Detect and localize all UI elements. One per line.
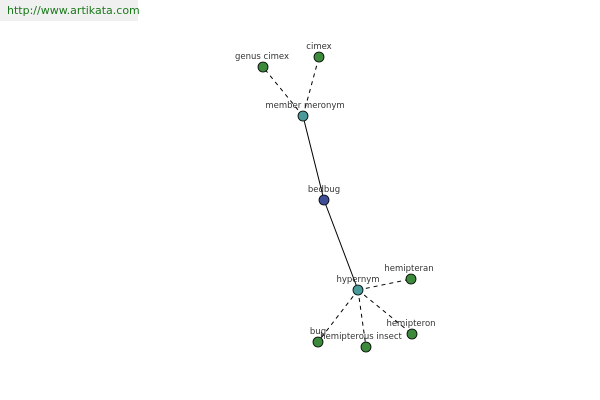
- edge-member-meronym-cimex: [302, 56, 320, 117]
- node-hemipteron[interactable]: [406, 328, 418, 340]
- label-hemipterous-insect: hemipterous insect: [320, 332, 402, 342]
- node-member-meronym[interactable]: [297, 110, 309, 122]
- edge-bedbug-member-meronym: [302, 115, 325, 201]
- edge-member-meronym-genus-cimex: [262, 66, 304, 117]
- node-hemipterous-insect[interactable]: [360, 341, 372, 353]
- edge-hypernym-hemipteran: [357, 278, 412, 291]
- label-bug: bug: [310, 327, 326, 337]
- source-url[interactable]: http://www.artikata.com: [0, 0, 140, 21]
- edge-hypernym-hemipterous-insect: [357, 289, 367, 348]
- node-hemipteran[interactable]: [405, 273, 417, 285]
- label-hypernym: hypernym: [336, 275, 379, 285]
- label-member-meronym: member meronym: [265, 101, 344, 111]
- node-genus-cimex[interactable]: [257, 61, 269, 73]
- node-cimex[interactable]: [313, 51, 325, 63]
- label-hemipteron: hemipteron: [386, 319, 435, 329]
- edge-hypernym-hemipteron: [357, 289, 413, 335]
- node-hypernym[interactable]: [352, 284, 364, 296]
- label-cimex: cimex: [306, 42, 331, 52]
- label-genus-cimex: genus cimex: [235, 52, 289, 62]
- edge-hypernym-bug: [317, 289, 359, 343]
- label-bedbug: bedbug: [308, 185, 340, 195]
- node-bug[interactable]: [312, 336, 324, 348]
- node-bedbug[interactable]: [318, 194, 330, 206]
- edge-bedbug-hypernym: [323, 199, 359, 291]
- label-hemipteran: hemipteran: [384, 264, 433, 274]
